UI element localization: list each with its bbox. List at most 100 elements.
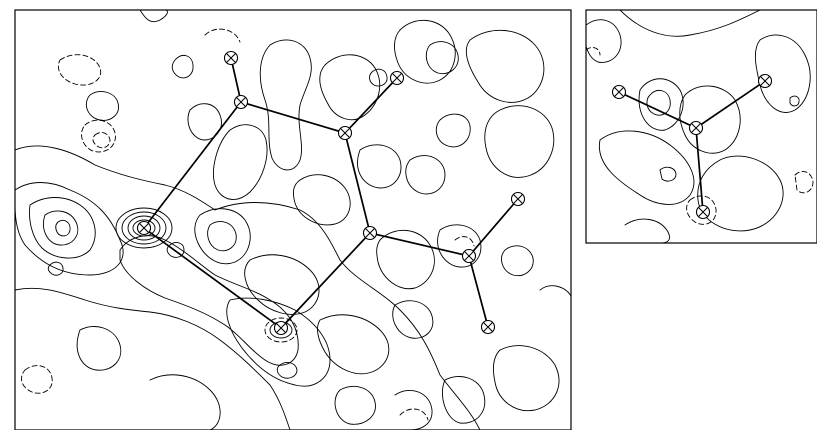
atom-marker xyxy=(223,50,239,66)
contour-line xyxy=(624,218,671,243)
contour-line xyxy=(149,374,221,430)
bond-line xyxy=(240,101,346,134)
contour-line xyxy=(425,41,459,75)
contour-line xyxy=(598,130,695,205)
atom-marker xyxy=(688,120,704,136)
negative-contour xyxy=(454,236,475,247)
contour-line xyxy=(319,54,381,121)
atom-marker xyxy=(389,70,405,86)
contour-line xyxy=(166,242,185,258)
inset-atoms xyxy=(611,73,773,220)
inset-bonds xyxy=(618,80,766,213)
contour-line xyxy=(76,326,122,371)
atom-marker xyxy=(695,204,711,220)
contour-line xyxy=(697,155,784,232)
bond-line xyxy=(695,127,704,213)
atom-marker xyxy=(136,220,152,236)
bond-line xyxy=(143,101,242,229)
contour-line xyxy=(679,85,741,154)
bond-line xyxy=(468,255,489,328)
contour-line xyxy=(539,285,571,297)
contour-line xyxy=(754,34,811,113)
contour-line xyxy=(435,113,471,148)
contour-line xyxy=(334,386,376,425)
main-contours xyxy=(15,10,571,430)
contour-line xyxy=(392,300,434,339)
contour-line xyxy=(15,182,124,276)
bond-line xyxy=(618,91,697,129)
contour-line xyxy=(47,261,64,276)
negative-contour xyxy=(686,195,717,225)
atom-marker xyxy=(273,320,289,336)
negative-contour xyxy=(92,132,111,149)
contour-line xyxy=(15,287,291,430)
negative-contour xyxy=(586,47,601,56)
negative-contour xyxy=(794,171,814,194)
contour-line xyxy=(789,95,800,107)
bond-line xyxy=(344,77,398,134)
negative-contour xyxy=(81,119,116,153)
contour-line xyxy=(226,297,331,387)
contour-line xyxy=(441,376,486,424)
contour-line xyxy=(437,224,482,268)
contour-line xyxy=(394,19,456,84)
main-atoms xyxy=(136,50,526,336)
bond-line xyxy=(344,132,371,234)
contour-line xyxy=(43,210,79,246)
contour-line xyxy=(659,166,677,182)
contour-line xyxy=(586,19,622,63)
contour-line xyxy=(194,208,251,265)
contour-line xyxy=(317,314,390,375)
heavy-atom-contours xyxy=(115,207,173,249)
inset-panel-frame xyxy=(585,9,817,244)
atom-marker xyxy=(233,94,249,110)
bond-line xyxy=(230,57,242,103)
inset-contours xyxy=(586,10,814,243)
main-panel-frame xyxy=(14,9,572,430)
contour-line xyxy=(405,155,446,195)
negative-contour xyxy=(21,365,53,394)
contour-line xyxy=(119,235,299,366)
contour-line xyxy=(171,54,194,79)
contour-line xyxy=(292,174,351,226)
contour-line xyxy=(646,89,671,116)
contour-line xyxy=(244,254,320,315)
negative-contour xyxy=(399,408,429,421)
contour-line xyxy=(213,124,268,200)
contour-line xyxy=(465,29,545,103)
bond-line xyxy=(369,232,470,257)
atom-marker xyxy=(757,73,773,89)
contour-line xyxy=(619,10,761,37)
atom-marker xyxy=(362,225,378,241)
contour-line xyxy=(376,229,435,290)
contour-line xyxy=(369,68,388,87)
main-panel xyxy=(14,9,572,430)
contour-line xyxy=(15,145,481,430)
atom-marker xyxy=(337,125,353,141)
atom-marker xyxy=(461,248,477,264)
atom-marker xyxy=(510,191,526,207)
contour-line xyxy=(139,10,168,23)
contour-line xyxy=(492,345,560,412)
contour-line xyxy=(484,105,555,178)
contour-line xyxy=(55,219,71,237)
contour-line xyxy=(357,144,402,189)
contour-line xyxy=(207,221,237,252)
negative-contour xyxy=(204,28,241,43)
contour-line xyxy=(501,245,534,277)
inset-panel xyxy=(585,9,817,244)
contour-line xyxy=(259,39,312,171)
contour-line xyxy=(29,197,96,259)
atom-marker xyxy=(480,319,496,335)
bond-line xyxy=(695,80,766,129)
negative-contour xyxy=(57,54,102,86)
contour-line xyxy=(86,91,119,121)
atom-marker xyxy=(611,84,627,100)
contour-line xyxy=(394,390,433,430)
bond-line xyxy=(468,198,519,257)
bond-line xyxy=(143,227,282,329)
main-bonds xyxy=(143,57,519,329)
bond-line xyxy=(280,232,371,329)
contour-line xyxy=(276,362,298,379)
